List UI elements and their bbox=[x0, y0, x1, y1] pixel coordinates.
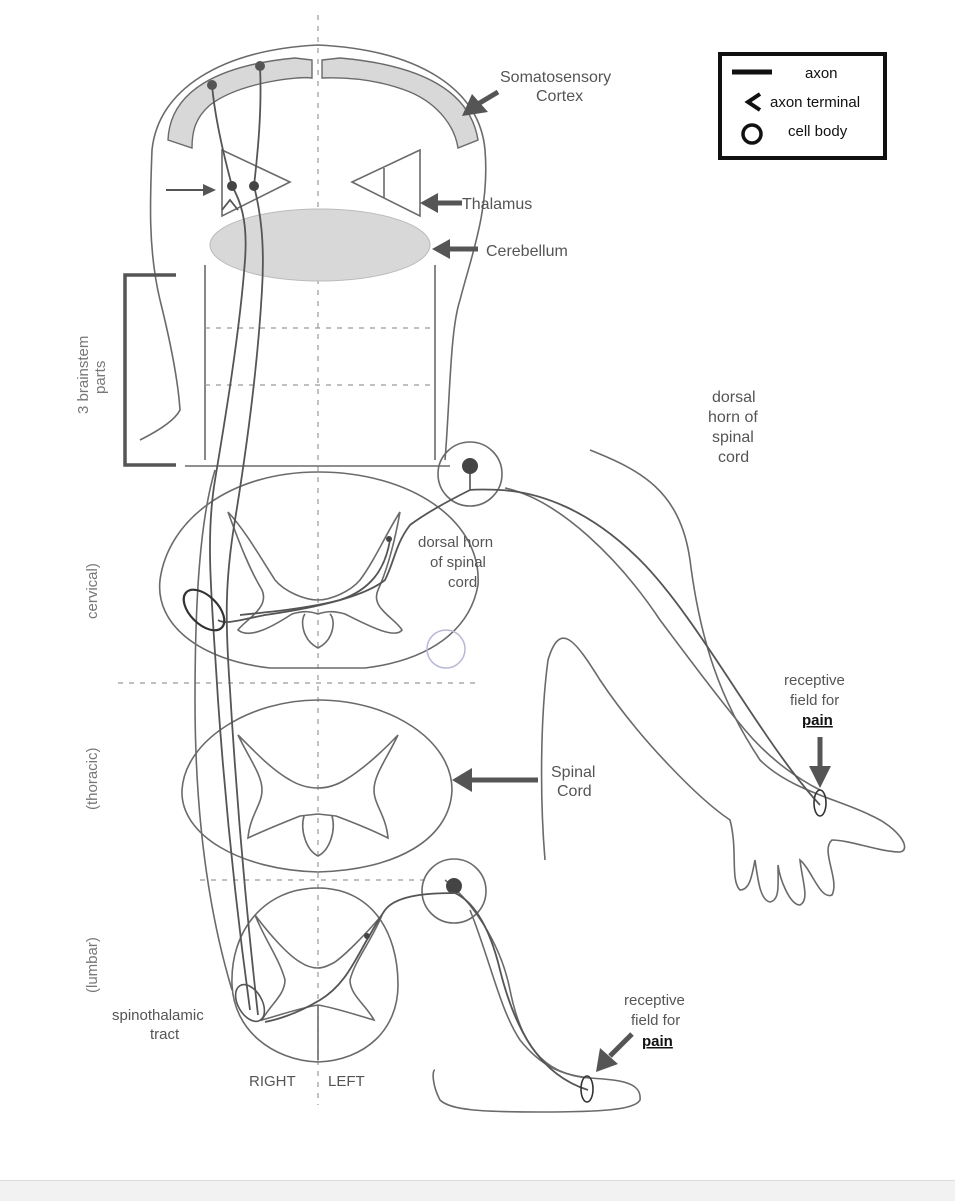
thalamus-cell-body-2 bbox=[249, 181, 259, 191]
thalamocortical-axon-1 bbox=[211, 84, 233, 187]
thalamus-right bbox=[350, 148, 421, 218]
legend-axon-terminal: axon terminal bbox=[770, 94, 860, 111]
thalamus-label: Thalamus bbox=[462, 196, 532, 213]
thoracic-ventral-fissure bbox=[302, 815, 334, 857]
lumbar-dorsal-root-ganglion bbox=[421, 858, 487, 924]
dorsal-horn-mid-label-3: cord bbox=[448, 574, 477, 591]
arrow-receptive-field-leg bbox=[596, 1032, 634, 1072]
cervical-dorsal-root-ganglion bbox=[437, 441, 503, 507]
cell-body-legend-symbol bbox=[741, 123, 763, 145]
cortex-cell-body-2 bbox=[255, 61, 265, 71]
receptive-field-leg-label-2: field for bbox=[631, 1012, 680, 1029]
receptive-field-arm-label-1: receptive bbox=[784, 672, 845, 689]
lumbar-primary-afferent bbox=[367, 892, 589, 1091]
cervical-cord-outline bbox=[158, 471, 479, 669]
lumbar-spinothalamic-tract bbox=[234, 983, 266, 1023]
brain-outline bbox=[149, 44, 487, 461]
left-side-label: LEFT bbox=[328, 1073, 365, 1090]
arm-outline-upper bbox=[540, 449, 906, 906]
right-side-label: RIGHT bbox=[249, 1073, 296, 1090]
arrow-cerebellum bbox=[432, 239, 478, 259]
thalamus-cell-body-1 bbox=[227, 181, 237, 191]
dorsal-horn-mid-label-2: of spinal bbox=[430, 554, 486, 571]
receptive-field-leg-label-3: pain bbox=[642, 1033, 673, 1050]
lumbar-ganglion-cell-body bbox=[446, 878, 462, 894]
cerebellum-label: Cerebellum bbox=[486, 243, 568, 260]
dorsal-horn-right-label-3: spinal bbox=[712, 429, 754, 446]
cerebellum bbox=[209, 208, 431, 282]
receptive-field-arm-label-2: field for bbox=[790, 692, 839, 709]
lumbar-label: (lumbar) bbox=[84, 937, 101, 993]
thalamus-terminal bbox=[221, 198, 239, 211]
cortex-cell-body-1 bbox=[207, 80, 217, 90]
cervical-primary-afferent bbox=[217, 488, 821, 806]
body-left-outline bbox=[194, 469, 233, 991]
cervical-spinothalamic-tract bbox=[182, 588, 226, 632]
somatosensory-cortex-right bbox=[321, 57, 479, 149]
dorsal-horn-right-label-2: horn of bbox=[708, 409, 758, 426]
cervical-label: cervical) bbox=[84, 563, 101, 619]
thalamocortical-axon-2 bbox=[253, 65, 262, 187]
receptive-field-arm-label-3: pain bbox=[802, 712, 833, 729]
empty-circle-marker bbox=[426, 629, 466, 669]
dorsal-horn-mid-label-1: dorsal horn bbox=[418, 534, 493, 551]
arrow-thalamus-left bbox=[166, 184, 216, 196]
brainstem-bracket bbox=[123, 273, 176, 467]
bottom-scrollbar-area bbox=[0, 1180, 955, 1201]
spinothalamic-label-2: tract bbox=[150, 1026, 180, 1043]
arrow-thalamus bbox=[420, 193, 462, 213]
thoracic-label: (thoracic) bbox=[84, 747, 101, 810]
dorsal-horn-right-label-4: cord bbox=[718, 449, 749, 466]
dorsal-horn-right-label-1: dorsal bbox=[712, 389, 756, 406]
brainstem-label-2: parts bbox=[92, 361, 109, 394]
cervical-gray-matter bbox=[227, 511, 403, 635]
arm-outline-inner bbox=[504, 487, 821, 791]
arm-receptive-field bbox=[813, 789, 827, 817]
somatosensory-label-2: Cortex bbox=[536, 88, 583, 105]
brainstem-label-1: 3 brainstem bbox=[75, 336, 92, 414]
thoracic-gray-matter bbox=[237, 734, 399, 840]
lumbar-cord-outline bbox=[231, 887, 399, 1063]
brainstem-left-outline bbox=[139, 299, 181, 441]
thoracic-cord-outline bbox=[181, 699, 453, 873]
legend-cell-body: cell body bbox=[788, 123, 848, 140]
axon-terminal-legend-symbol bbox=[744, 92, 762, 112]
cervical-dorsal-horn-cell-body bbox=[386, 536, 392, 542]
arrow-receptive-field-arm bbox=[809, 737, 831, 788]
legend: axon axon terminal cell body bbox=[718, 52, 887, 160]
lumbar-dorsal-horn-cell-body bbox=[364, 933, 370, 939]
leg-outline-inner bbox=[469, 909, 591, 1079]
spinal-cord-label-2: Cord bbox=[557, 783, 592, 800]
leg-outline bbox=[432, 879, 641, 1113]
lumbar-crossing-axon bbox=[264, 937, 369, 1023]
somatosensory-label-1: Somatosensory bbox=[500, 69, 611, 86]
spinothalamic-ascending-axon-2 bbox=[225, 185, 264, 1016]
legend-axon: axon bbox=[805, 65, 838, 82]
lumbar-gray-matter bbox=[254, 914, 383, 1022]
arrow-spinal-cord bbox=[452, 768, 538, 792]
leg-receptive-field bbox=[580, 1075, 594, 1103]
spinothalamic-label-1: spinothalamic bbox=[112, 1007, 204, 1024]
cervical-ventral-fissure bbox=[301, 613, 334, 649]
receptive-field-leg-label-1: receptive bbox=[624, 992, 685, 1009]
cervical-dorsal-root-axon bbox=[239, 539, 391, 616]
cervical-ganglion-cell-body bbox=[462, 458, 478, 474]
spinothalamic-ascending-axon-1 bbox=[209, 185, 251, 1011]
spinal-cord-label-1: Spinal bbox=[551, 764, 595, 781]
arrow-somatosensory bbox=[462, 89, 500, 116]
somatosensory-cortex-left bbox=[167, 57, 313, 149]
